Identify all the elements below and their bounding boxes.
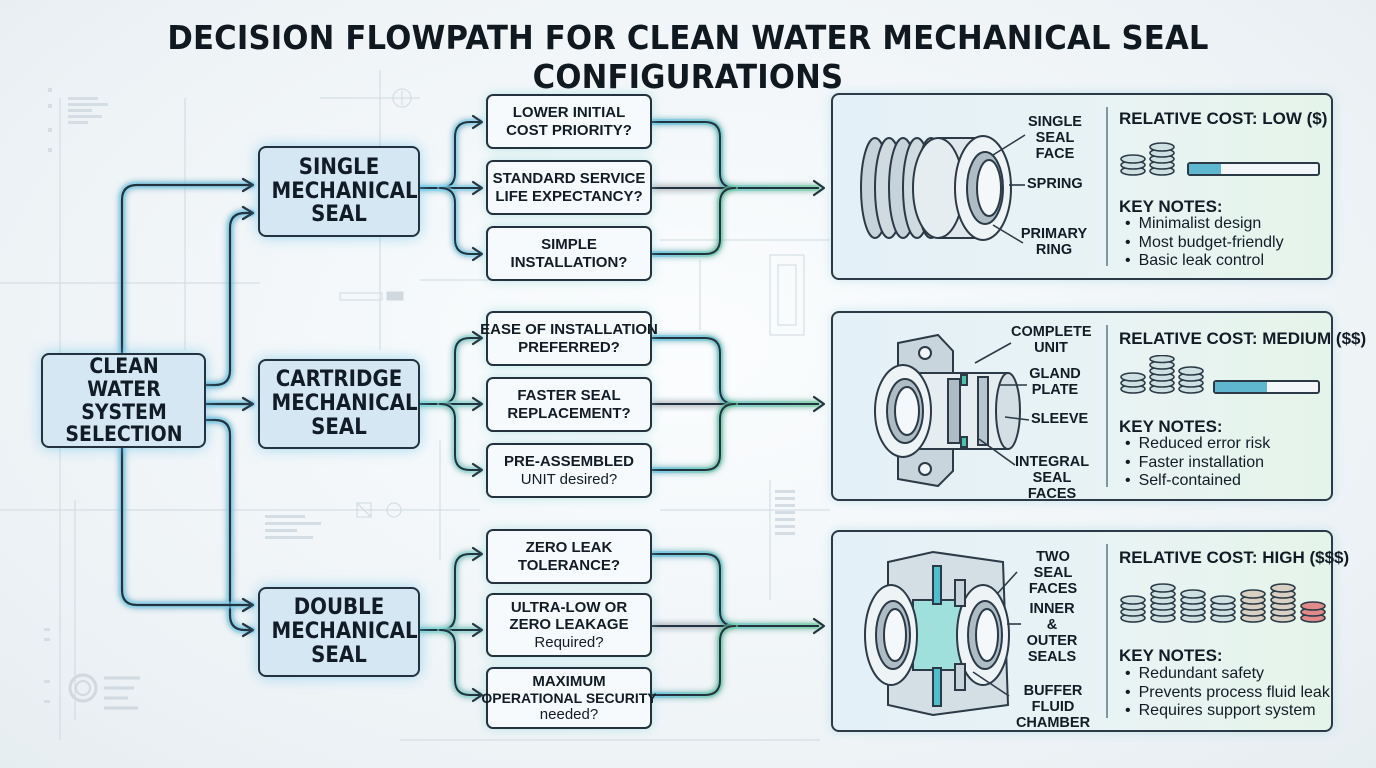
question-line: TOLERANCE? <box>517 556 621 574</box>
seal-node-label: DOUBLE MECHANICAL SEAL <box>271 595 418 668</box>
callout-buffer-fluid-chamber: BUFFER FLUID CHAMBER <box>1015 683 1091 731</box>
question-line: INSTALLATION? <box>510 253 628 271</box>
key-notes-title: KEY NOTES: <box>1119 197 1223 216</box>
cost-coin-stacks <box>1120 583 1326 623</box>
root-node-label: CLEAN WATER SYSTEM SELECTION <box>64 354 183 447</box>
question-box-maximum-operational-security: MAXIMUM OPERATIONAL SECURITY needed? <box>481 667 657 729</box>
seal-node-double: DOUBLE MECHANICAL SEAL <box>258 587 420 677</box>
arrowhead <box>241 396 255 412</box>
root-node-clean-water-system-selection: CLEAN WATER SYSTEM SELECTION <box>41 353 206 448</box>
cost-level-bar <box>1213 380 1320 394</box>
question-line: Required? <box>534 633 604 651</box>
relative-cost-label: RELATIVE COST: MEDIUM ($$) <box>1119 329 1367 348</box>
key-note: Faster installation <box>1125 454 1270 473</box>
arrowhead <box>241 622 255 638</box>
question-box-lower-initial-cost: LOWER INITIAL COST PRIORITY? <box>486 94 652 149</box>
panel-divider <box>1106 325 1108 487</box>
cost-level-fill <box>1189 164 1222 174</box>
question-line: LOWER INITIAL <box>512 104 626 122</box>
double-callout-leaders <box>972 571 1021 697</box>
question-box-ease-of-installation: EASE OF INSTALLATION PREFERRED? <box>480 311 658 366</box>
question-line: COST PRIORITY? <box>506 121 632 139</box>
question-box-standard-service-life: STANDARD SERVICE LIFE EXPECTANCY? <box>486 160 652 215</box>
callout-two-seal-faces: TWO SEAL FACES <box>1028 549 1078 597</box>
seal-node-label: CARTRIDGE MECHANICAL SEAL <box>271 367 418 440</box>
callout-spring: SPRING <box>1027 176 1083 192</box>
key-notes-list: Minimalist design Most budget-friendly B… <box>1125 215 1284 271</box>
arrowhead <box>241 205 255 221</box>
panel-divider <box>1106 544 1108 718</box>
panel-single-seal: SINGLE SEAL FACE SPRING PRIMARY RING REL… <box>831 93 1333 280</box>
question-box-simple-installation: SIMPLE INSTALLATION? <box>486 226 652 281</box>
question-line: UNIT desired? <box>520 470 618 488</box>
relative-cost-label: RELATIVE COST: HIGH ($$$) <box>1119 548 1350 567</box>
callout-single-seal-face: SINGLE SEAL FACE <box>1028 114 1082 162</box>
callout-sleeve: SLEEVE <box>1031 411 1089 427</box>
key-note: Minimalist design <box>1125 215 1284 234</box>
question-line: MAXIMUM <box>532 672 606 690</box>
key-notes-title: KEY NOTES: <box>1119 646 1223 665</box>
key-note: Reduced error risk <box>1125 435 1271 454</box>
cost-coin-stacks <box>1120 355 1204 394</box>
question-box-faster-seal-replacement: FASTER SEAL REPLACEMENT? <box>486 377 652 432</box>
single-seal-illustration <box>860 135 1012 241</box>
panel-double-seal: TWO SEAL FACES INNER & OUTER SEALS BUFFE… <box>831 530 1349 732</box>
cartridge-seal-illustration <box>874 333 1021 488</box>
relative-cost-label: RELATIVE COST: LOW ($) <box>1119 109 1328 128</box>
seal-node-label: SINGLE MECHANICAL SEAL <box>271 154 418 228</box>
arrowhead <box>241 177 255 193</box>
question-line: ZERO LEAKAGE <box>509 616 629 634</box>
key-notes-list: Redundant safety Prevents process fluid … <box>1125 665 1330 721</box>
question-box-pre-assembled-unit: PRE-ASSEMBLED UNIT desired? <box>486 443 652 498</box>
question-line: LIFE EXPECTANCY? <box>495 187 643 205</box>
question-line: FASTER SEAL <box>517 387 621 405</box>
key-note: Basic leak control <box>1125 252 1284 271</box>
panel-cartridge-seal: COMPLETE UNIT GLAND PLATE SLEEVE INTEGRA… <box>831 311 1366 502</box>
question-line: OPERATIONAL SECURITY <box>481 689 657 706</box>
single-callout-leaders <box>992 134 1026 244</box>
callout-integral-seal-faces: INTEGRAL SEAL FACES <box>1014 454 1090 502</box>
cartridge-callout-leaders <box>974 342 1030 466</box>
key-notes-title: KEY NOTES: <box>1119 417 1223 436</box>
question-line: PRE-ASSEMBLED <box>503 453 634 471</box>
cost-level-bar <box>1187 162 1320 176</box>
cost-level-fill <box>1215 382 1267 392</box>
key-note: Redundant safety <box>1125 665 1330 684</box>
question-box-ultra-low-leakage: ULTRA-LOW OR ZERO LEAKAGE Required? <box>486 593 652 657</box>
question-line: SIMPLE <box>541 236 597 254</box>
question-line: ZERO LEAK <box>525 539 613 557</box>
key-note: Requires support system <box>1125 702 1330 721</box>
key-note: Most budget-friendly <box>1125 234 1284 253</box>
key-note: Prevents process fluid leak <box>1125 684 1330 703</box>
page-title: DECISION FLOWPATH FOR CLEAN WATER MECHAN… <box>167 18 1209 96</box>
question-line: EASE OF INSTALLATION <box>480 321 658 339</box>
panel-divider <box>1106 107 1108 266</box>
seal-node-single: SINGLE MECHANICAL SEAL <box>258 146 420 237</box>
arrowhead <box>241 597 255 613</box>
question-box-zero-leak-tolerance: ZERO LEAK TOLERANCE? <box>486 529 652 584</box>
question-line: REPLACEMENT? <box>507 404 631 422</box>
key-notes-list: Reduced error risk Faster installation S… <box>1125 435 1271 491</box>
callout-gland-plate: GLAND PLATE <box>1029 366 1081 398</box>
callout-primary-ring: PRIMARY RING <box>1020 226 1088 258</box>
double-seal-illustration <box>864 550 1010 717</box>
key-note: Self-contained <box>1125 472 1270 491</box>
cost-coin-stacks <box>1120 142 1175 176</box>
question-line: needed? <box>539 706 599 724</box>
question-line: STANDARD SERVICE <box>492 170 646 188</box>
seal-node-cartridge: CARTRIDGE MECHANICAL SEAL <box>258 359 420 449</box>
question-line: ULTRA-LOW OR <box>510 599 628 617</box>
question-line: PREFERRED? <box>518 338 620 356</box>
callout-complete-unit: COMPLETE UNIT <box>1011 324 1092 356</box>
callout-inner-outer-seals: INNER & OUTER SEALS <box>1026 601 1078 665</box>
